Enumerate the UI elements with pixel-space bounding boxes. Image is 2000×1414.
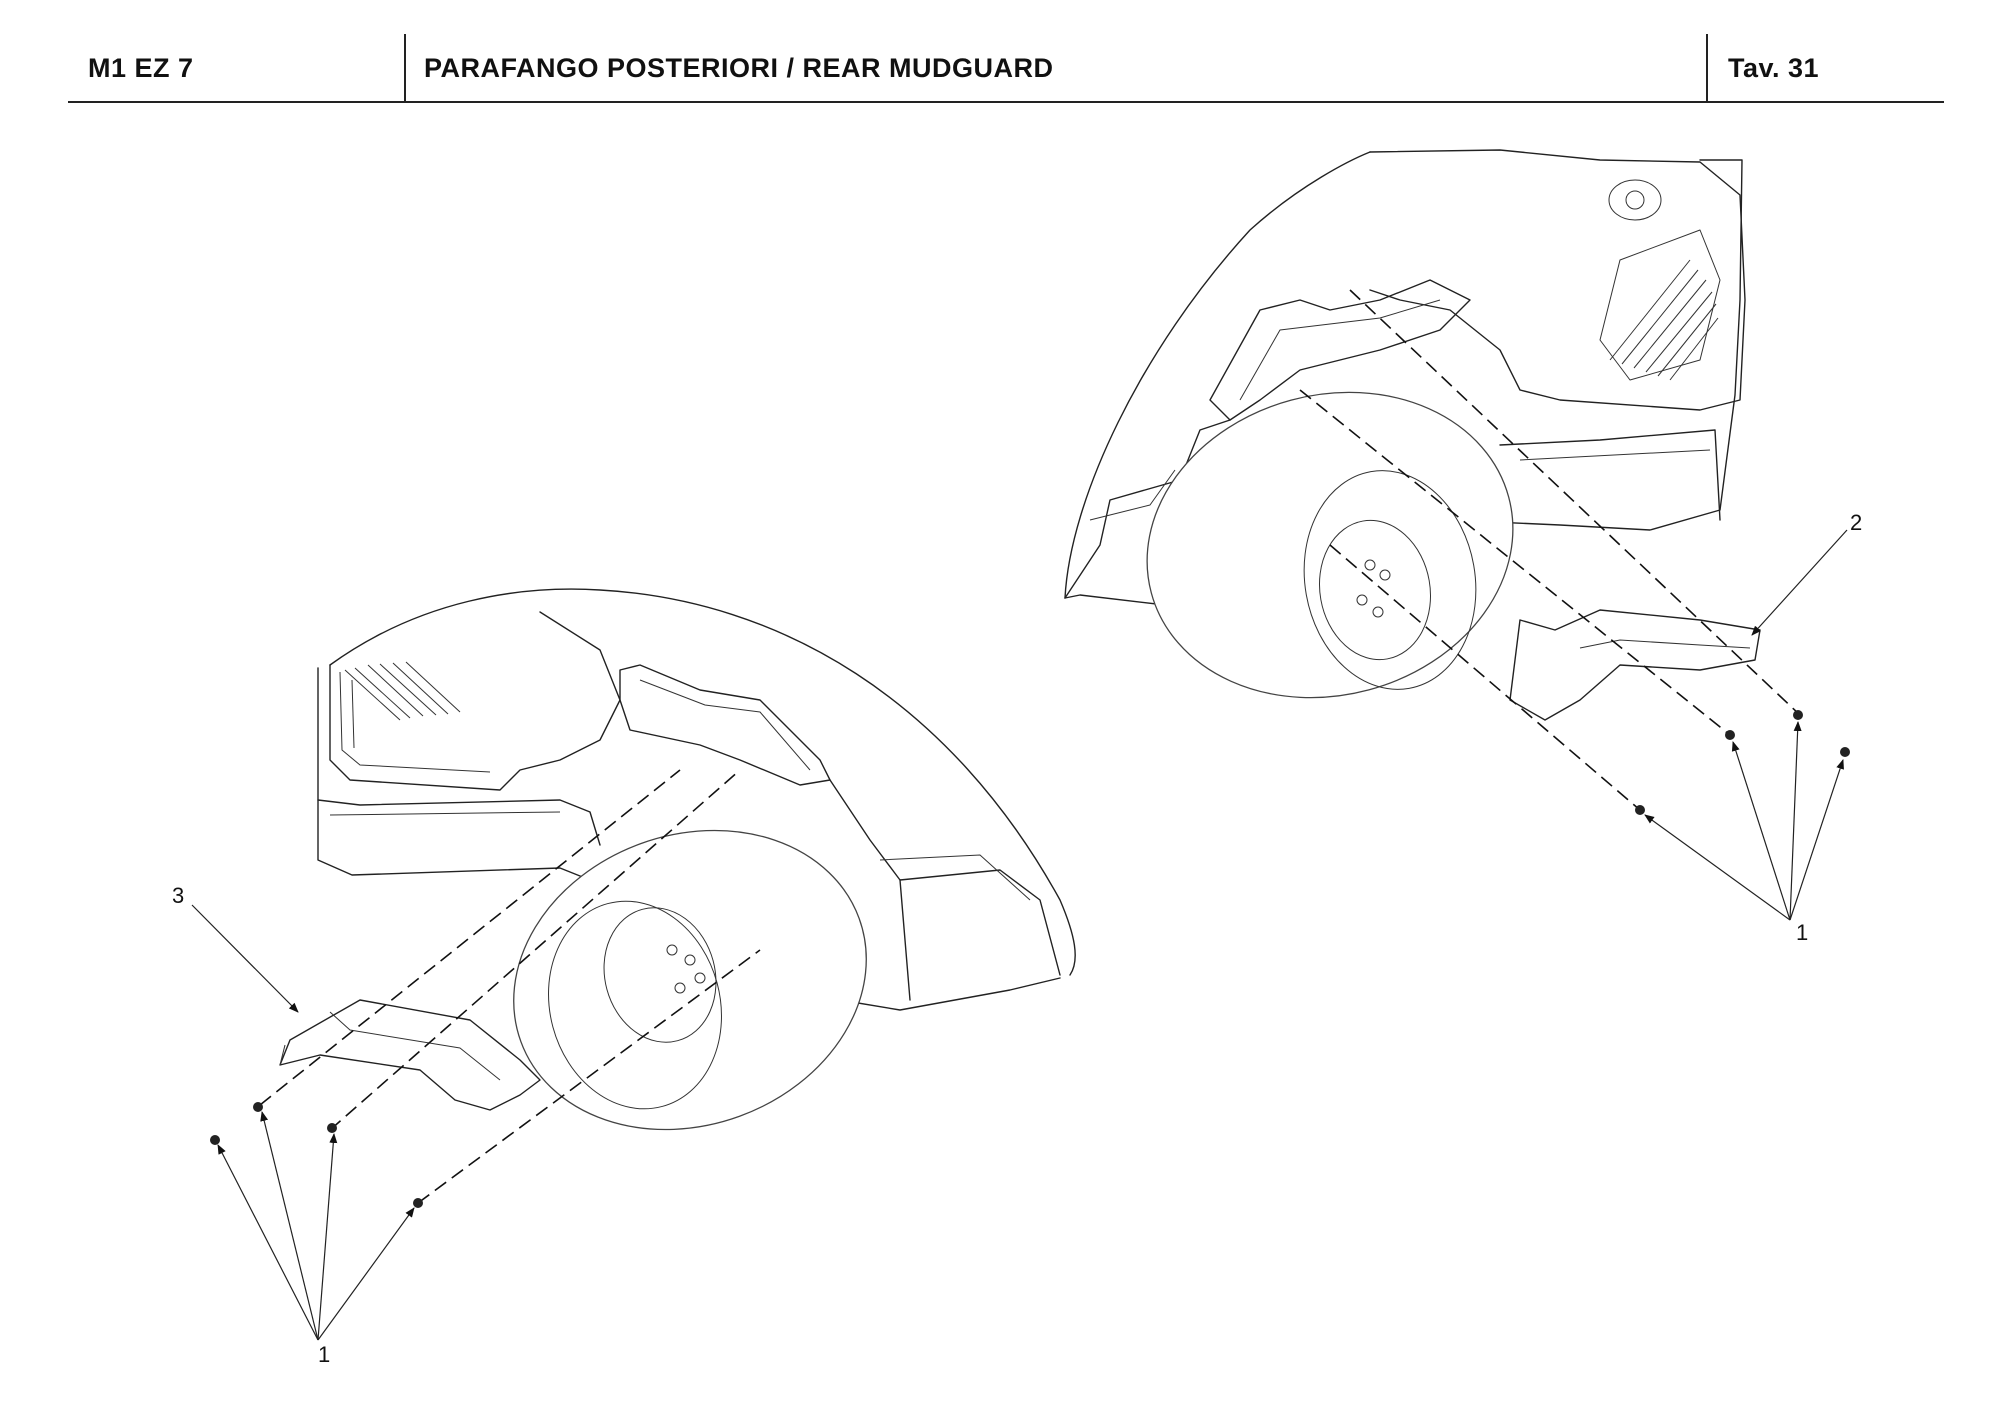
right-tank [1369, 149, 1746, 411]
table-number: Tav. 31 [1728, 52, 1820, 83]
left-grille [344, 661, 461, 721]
callout-1-leader [317, 1207, 415, 1341]
callout-1: 1 [318, 1342, 330, 1367]
left-section-arc [329, 588, 1076, 976]
callout-1-leader [1731, 741, 1791, 921]
header-divider [404, 34, 406, 102]
right-grille [1609, 259, 1719, 381]
left-side-panel [317, 799, 601, 846]
left-fastening-axis [417, 949, 761, 1204]
callout-1-leader [1644, 814, 1791, 921]
left-fasteners [210, 1102, 423, 1208]
model-code: M1 EZ 7 [88, 52, 194, 83]
left-mudguard-assembly: 3 1 [172, 588, 1076, 1367]
callout-1-leader [1789, 759, 1844, 921]
right-mudguard-assembly: 2 1 [1064, 149, 1862, 945]
right-side-panel [1499, 429, 1721, 521]
header-divider [1706, 34, 1708, 102]
left-tyre [513, 829, 867, 1131]
callout-2-leader [1751, 529, 1848, 636]
page-title: PARAFANGO POSTERIORI / REAR MUDGUARD [424, 52, 1054, 83]
right-mudguard-part-2 [1509, 609, 1761, 721]
left-fender-panel [829, 779, 1061, 976]
left-mudguard-part-3 [279, 999, 541, 1111]
right-fastening-axis [1329, 544, 1641, 811]
callout-1-leader [1789, 721, 1802, 921]
callout-3-leader [191, 904, 299, 1013]
left-bracket [619, 664, 831, 786]
right-fuel-cap [1608, 179, 1662, 221]
left-tank [329, 611, 621, 791]
callout-1-leader [217, 1144, 319, 1341]
callout-2: 2 [1850, 510, 1862, 535]
callout-3: 3 [172, 883, 184, 908]
callout-1-leader [317, 1133, 338, 1341]
right-bracket [1209, 279, 1471, 421]
right-fastening-axis [1349, 289, 1801, 716]
callout-1: 1 [1796, 920, 1808, 945]
left-fastening-axis [259, 769, 681, 1106]
header-rule [68, 101, 1944, 103]
callout-1-leader [260, 1111, 319, 1341]
header-bar: M1 EZ 7 PARAFANGO POSTERIORI / REAR MUDG… [68, 34, 1944, 103]
right-fastening-axis [1299, 389, 1731, 736]
right-fender-panel [1064, 419, 1231, 599]
right-fasteners [1635, 710, 1850, 815]
left-fastening-axis [329, 769, 741, 1131]
right-section-arc [1064, 151, 1371, 599]
